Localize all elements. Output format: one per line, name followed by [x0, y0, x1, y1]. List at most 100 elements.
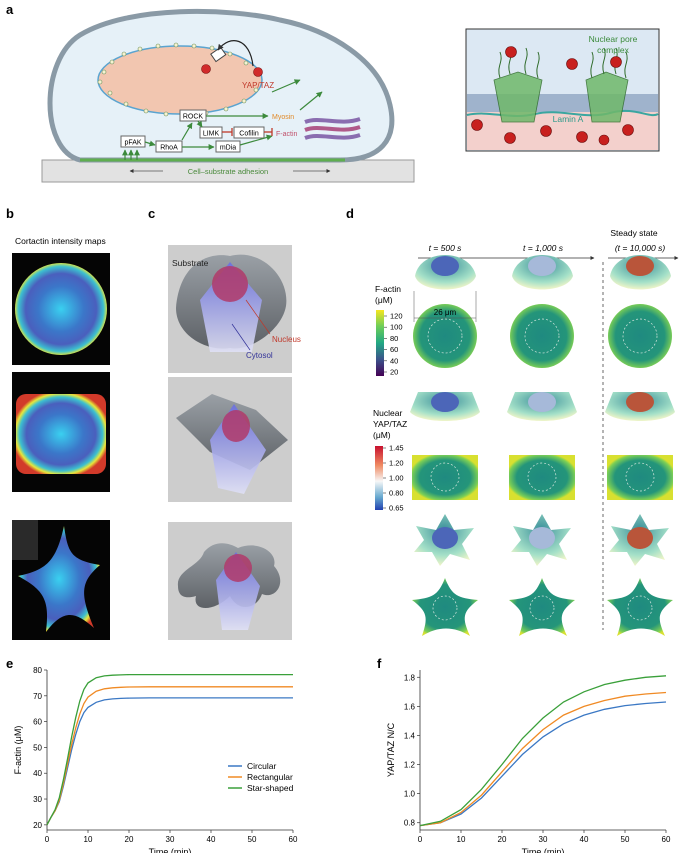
- domain-3d-views: Substrate Nucleus Cytosol: [168, 245, 301, 640]
- cortactin-map-star: [18, 526, 100, 632]
- x-tick-label: 10: [457, 835, 466, 844]
- d-row-rect-3d: [410, 392, 675, 421]
- yap-cb-tick-label: 0.65: [389, 504, 404, 513]
- npc-pores: [493, 71, 629, 123]
- d-steady: Steady state: [610, 228, 658, 238]
- factin-cb-tick-label: 120: [390, 312, 403, 321]
- inhibition-marks: [222, 128, 273, 136]
- nucleus: [97, 45, 263, 115]
- f-actin-label: F-actin: [276, 131, 298, 138]
- pathway-arrows: [144, 79, 323, 150]
- d-row-rect-flat: [412, 455, 673, 500]
- y-tick-label: 1.2: [404, 761, 416, 770]
- c-nucleus-label: Nucleus: [272, 335, 301, 344]
- y-tick-label: 60: [33, 718, 42, 727]
- c-substrate-label: Substrate: [172, 258, 209, 268]
- y-tick-label: 40: [33, 769, 42, 778]
- npc-membrane: [467, 94, 658, 112]
- x-tick-label: 10: [84, 835, 93, 844]
- series-line-rectangular: [46, 686, 293, 826]
- cortactin-map-rect: [16, 394, 106, 474]
- panel-label-c: c: [148, 206, 155, 221]
- y-axis-label: F-actin (μM): [13, 726, 23, 775]
- panel-label-f: f: [377, 656, 382, 671]
- panel-label-b: b: [6, 206, 14, 221]
- y-tick-label: 30: [33, 795, 42, 804]
- x-tick-label: 60: [289, 835, 298, 844]
- d-row-star-3d: [414, 514, 669, 566]
- x-tick-label: 40: [207, 835, 216, 844]
- y-tick-label: 0.8: [404, 819, 416, 828]
- x-tick-label: 0: [45, 835, 50, 844]
- x-tick-label: 50: [248, 835, 257, 844]
- yap-molecule-in: [201, 64, 211, 74]
- x-axis-label: Time (min): [522, 847, 565, 853]
- yap-cb-tick-label: 1.20: [389, 459, 404, 468]
- x-tick-label: 40: [580, 835, 589, 844]
- cofilin-label: Cofilin: [239, 131, 259, 138]
- mdia-label: mDia: [220, 145, 236, 152]
- factin-cb-tick-label: 40: [390, 356, 398, 365]
- yap-particles: [471, 46, 634, 146]
- yap-colorbar: Nuclear YAP/TAZ (μM) 1.451.201.000.800.6…: [373, 408, 407, 513]
- yap-cb-title-1: Nuclear: [373, 408, 402, 418]
- d-scale-label: 26 μm: [434, 308, 457, 317]
- c-star-nucleus: [224, 554, 252, 582]
- y-tick-label: 1.0: [404, 790, 416, 799]
- integrin-marks: [122, 149, 140, 160]
- cell-schematic: YAP/TAZ ROCK LIMK Cofilin pFAK RhoA mDia…: [41, 8, 415, 183]
- y-tick-label: 1.6: [404, 702, 416, 711]
- npc-filaments: [498, 47, 628, 79]
- nuclear-pore-box: [210, 46, 227, 63]
- yap-cb-tick-label: 0.80: [389, 489, 404, 498]
- npc-lamina: [466, 109, 659, 117]
- c-cytosol-label: Cytosol: [246, 351, 273, 360]
- factin-cb-title-1: F-actin: [375, 284, 401, 294]
- limk-label: LIMK: [203, 131, 220, 138]
- panel-label-e: e: [6, 656, 13, 671]
- x-tick-label: 0: [418, 835, 423, 844]
- series-line-circular: [419, 701, 667, 827]
- series-line-rectangular: [419, 691, 667, 827]
- cortactin-map-circle: [15, 263, 107, 355]
- y-tick-label: 70: [33, 692, 42, 701]
- x-tick-label: 20: [498, 835, 507, 844]
- x-tick-label: 30: [539, 835, 548, 844]
- adhesion-label: Cell–substrate adhesion: [188, 167, 268, 176]
- d-time-2: t = 1,000 s: [523, 243, 564, 253]
- rock-label: ROCK: [183, 114, 204, 121]
- factin-cb-title-2: (μM): [375, 295, 393, 305]
- panel-label-d: d: [346, 206, 354, 221]
- y-tick-label: 80: [33, 666, 42, 675]
- actin-fibers: [304, 117, 361, 140]
- series-line-star: [46, 673, 293, 826]
- cortactin-maps: [12, 253, 110, 640]
- x-tick-label: 50: [621, 835, 630, 844]
- factin-cb-tick-label: 80: [390, 334, 398, 343]
- series-line-star: [419, 675, 667, 827]
- pore-import-arrow: [217, 40, 254, 67]
- cortactin-title: Cortactin intensity maps: [15, 236, 106, 246]
- npc-label-2: complex: [597, 45, 629, 55]
- y-axis-label: YAP/TAZ N/C: [386, 722, 396, 777]
- c-circle-nucleus: [212, 266, 248, 302]
- lamin-label: Lamin A: [553, 114, 584, 124]
- myosin-label: Myosin: [272, 114, 294, 121]
- d-row-circle-flat: 26 μm: [413, 291, 672, 368]
- panel-label-a: a: [6, 2, 14, 17]
- d-row-star-flat: [412, 578, 673, 636]
- d-time-3: (t = 10,000 s): [615, 243, 665, 253]
- yap-cb-tick-label: 1.45: [389, 444, 404, 453]
- rhoa-label: RhoA: [160, 145, 178, 152]
- npc-label-1: Nuclear pore: [589, 34, 638, 44]
- yap-taz-label: YAP/TAZ: [242, 81, 274, 90]
- yap-molecule-out: [253, 67, 263, 77]
- x-tick-label: 60: [662, 835, 671, 844]
- y-tick-label: 20: [33, 821, 42, 830]
- factin-cb-tick-label: 20: [390, 368, 398, 377]
- legend-label-rectangular: Rectangular: [247, 772, 293, 782]
